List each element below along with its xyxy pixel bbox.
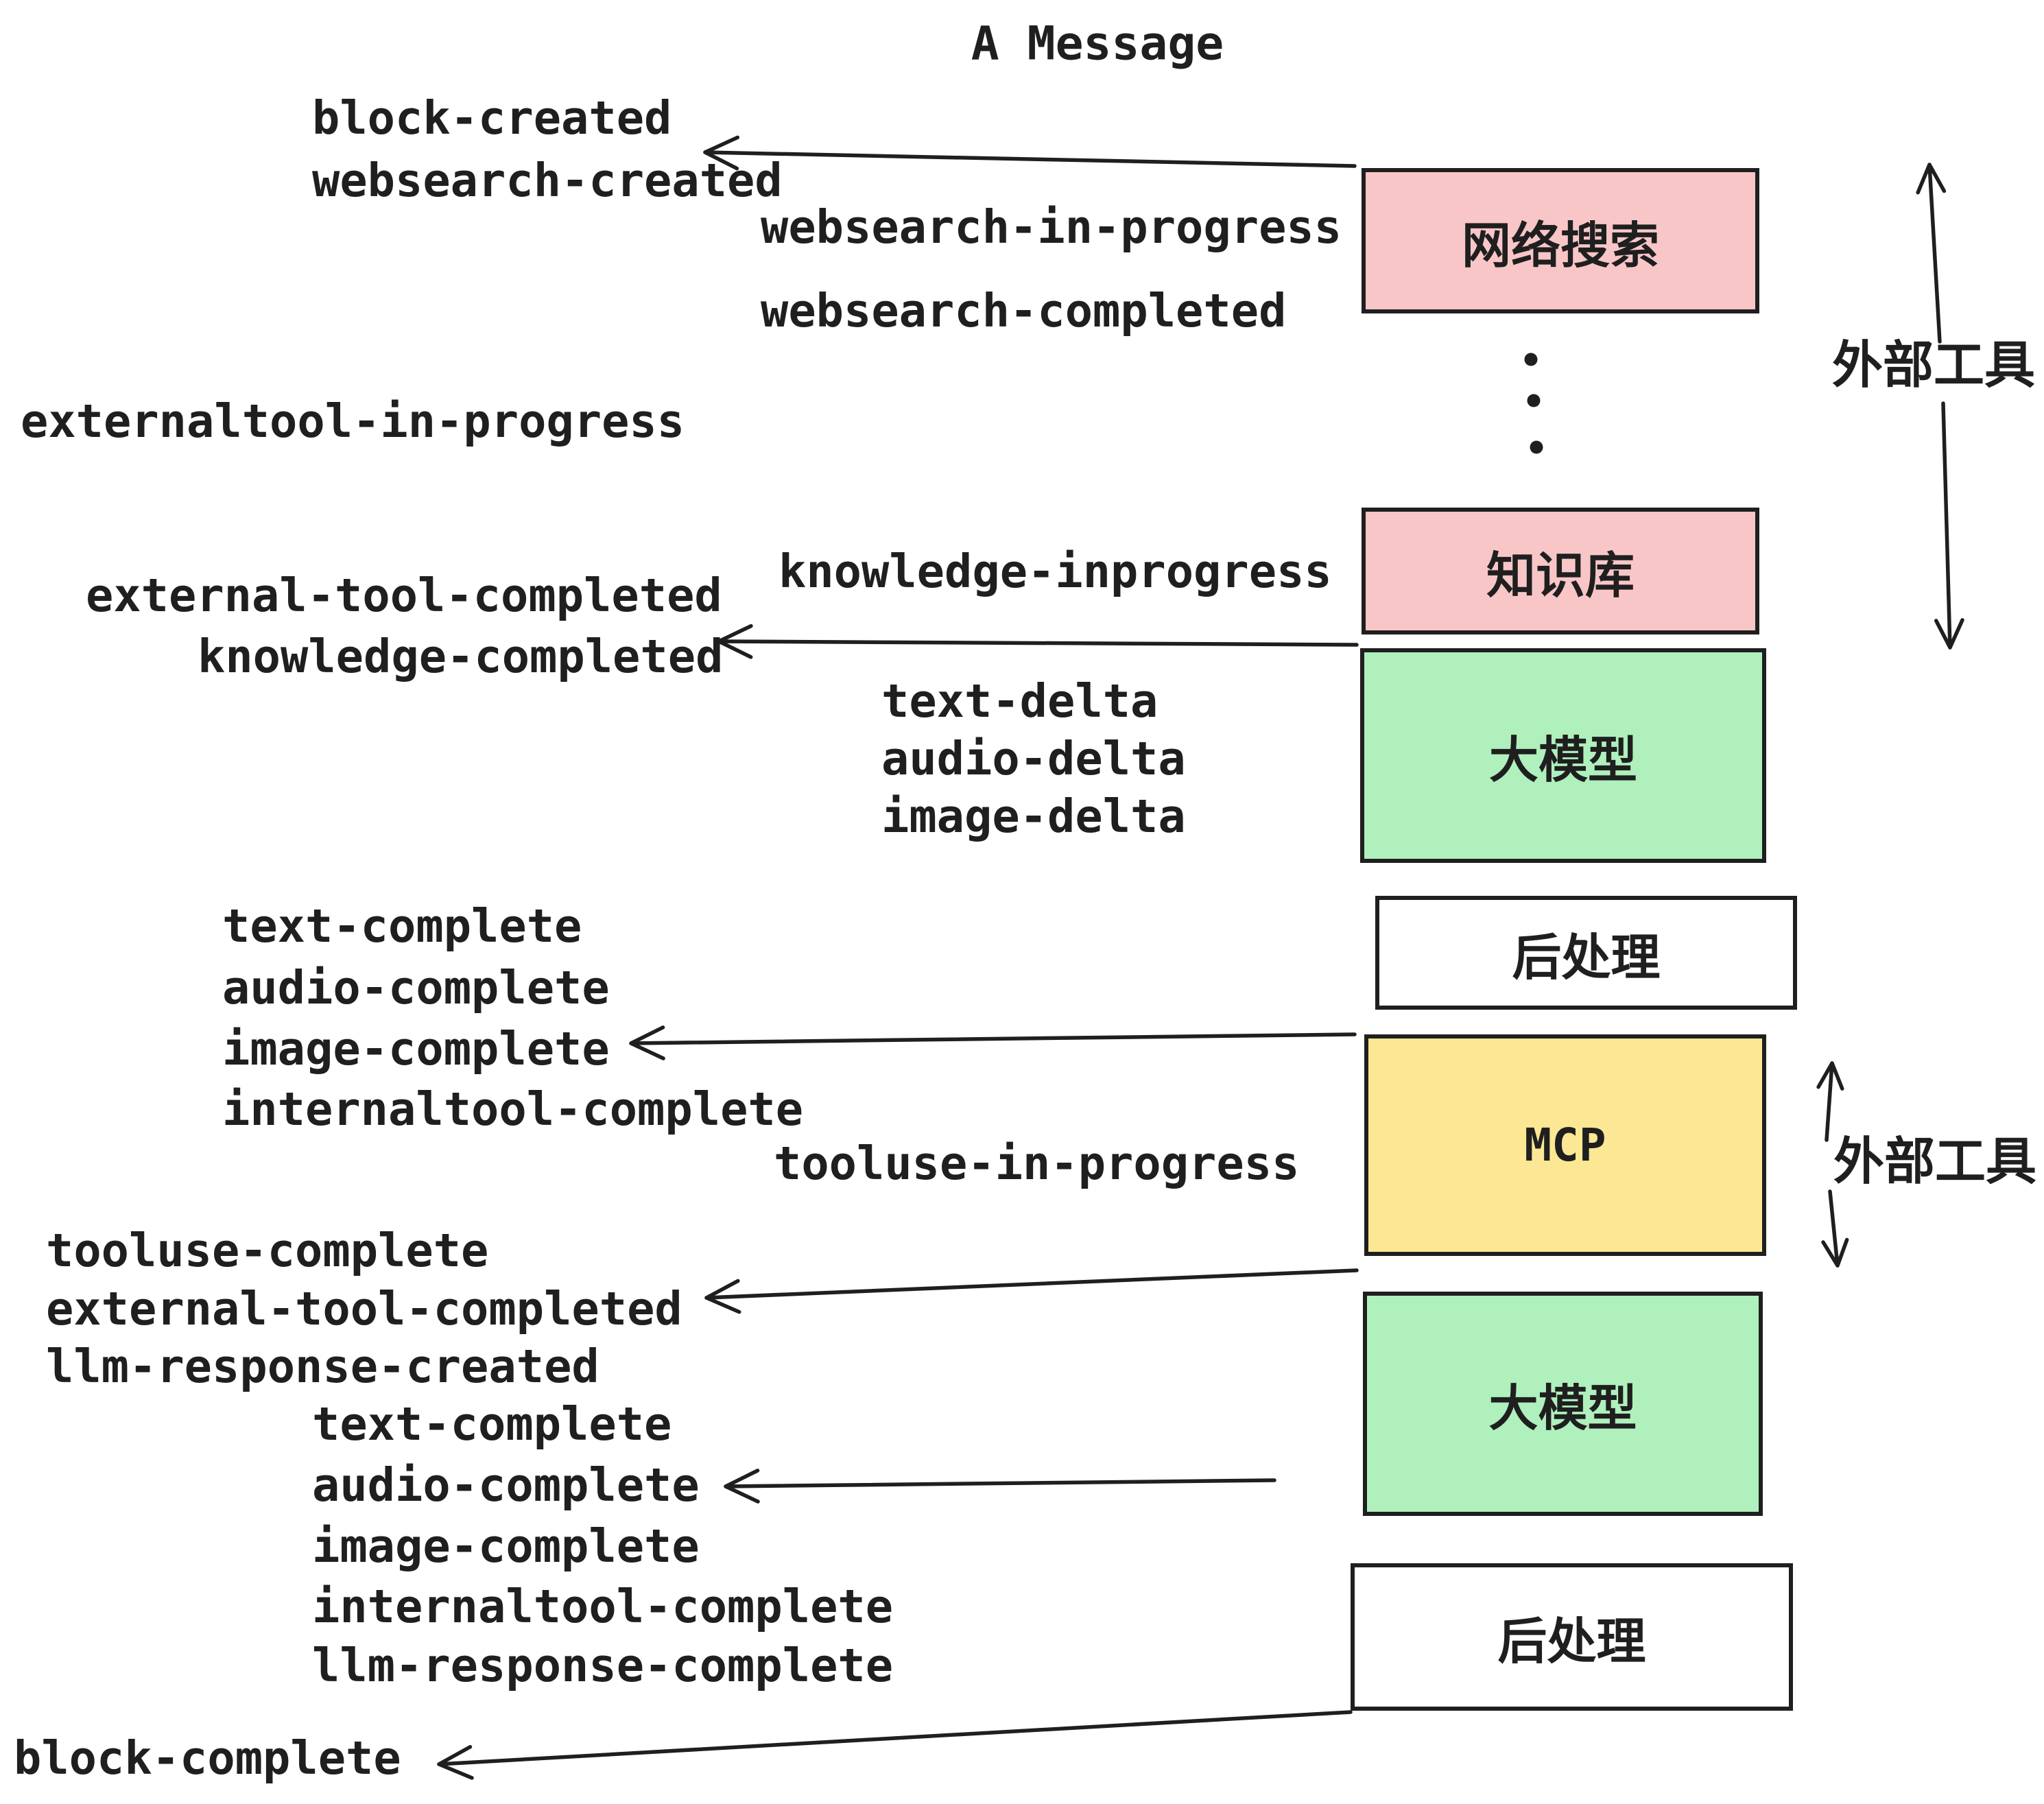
event-label-tooluse-in-progress: tooluse-in-progress xyxy=(774,1137,1300,1190)
node-label: MCP xyxy=(1524,1119,1606,1172)
node-label: 大模型 xyxy=(1488,1381,1637,1436)
arrowhead xyxy=(1821,1237,1849,1268)
diagram-title: A Message xyxy=(971,16,1224,71)
node-label: 网络搜索 xyxy=(1461,218,1659,274)
ellipsis-dot xyxy=(1527,394,1541,407)
event-label-block-complete: block-complete xyxy=(14,1731,401,1785)
arrow-to-block-created xyxy=(703,135,1357,171)
arrowhead xyxy=(1916,163,1947,195)
arrowhead xyxy=(1934,618,1964,650)
arrowhead xyxy=(724,1469,760,1504)
event-label-image-delta-1: image-delta xyxy=(881,790,1186,843)
node-llm-box-1: 大模型 xyxy=(1360,648,1766,863)
event-label-websearch-created: websearch-created xyxy=(312,154,783,207)
node-mcp-box: MCP xyxy=(1364,1034,1766,1256)
event-label-image-complete-2: image-complete xyxy=(312,1519,700,1573)
side-label-external-tools-1: 外部工具 xyxy=(1832,336,2035,394)
event-label-knowledge-completed: knowledge-completed xyxy=(198,630,724,683)
event-label-image-complete-1: image-complete xyxy=(222,1022,610,1076)
arrow-to-external-tool-completed xyxy=(704,1268,1359,1314)
arrowhead xyxy=(437,1744,474,1780)
event-label-audio-delta-1: audio-delta xyxy=(881,732,1186,785)
node-llm-box-2: 大模型 xyxy=(1363,1292,1763,1516)
arrow-to-image-complete xyxy=(629,1025,1357,1060)
node-label: 大模型 xyxy=(1488,733,1637,788)
event-label-text-complete-2: text-complete xyxy=(312,1397,672,1451)
event-label-text-complete-1: text-complete xyxy=(222,899,582,953)
arrowhead xyxy=(717,624,753,659)
node-label: 后处理 xyxy=(1512,930,1661,986)
arrowhead xyxy=(629,1025,665,1060)
event-label-websearch-in-progress: websearch-in-progress xyxy=(761,200,1342,254)
event-label-knowledge-inprogress: knowledge-inprogress xyxy=(779,545,1332,598)
event-label-external-tool-completed-1: external-tool-completed xyxy=(86,569,722,622)
external-tools-up-arrow-1 xyxy=(1916,163,1947,344)
arrow-to-knowledge-completed xyxy=(717,624,1359,659)
arrow-to-block-complete xyxy=(437,1710,1353,1780)
arrowhead xyxy=(703,135,740,171)
arrowhead xyxy=(1816,1061,1844,1091)
event-label-externaltool-in-progress: externaltool-in-progress xyxy=(21,394,685,448)
event-label-websearch-completed: websearch-completed xyxy=(761,284,1287,337)
arrow-to-audio-complete xyxy=(724,1469,1276,1504)
node-websearch-box: 网络搜索 xyxy=(1362,168,1759,313)
event-label-internaltool-complete-2: internaltool-complete xyxy=(312,1580,894,1633)
node-label: 知识库 xyxy=(1486,549,1635,604)
ellipsis-dot xyxy=(1530,440,1543,454)
node-label: 后处理 xyxy=(1497,1615,1646,1670)
event-label-block-created: block-created xyxy=(312,91,672,145)
event-label-audio-complete-2: audio-complete xyxy=(312,1458,700,1512)
node-postprocess-box-2: 后处理 xyxy=(1351,1563,1793,1711)
arrowhead xyxy=(704,1279,741,1314)
external-tools-down-arrow-2 xyxy=(1821,1189,1849,1268)
event-label-text-delta-1: text-delta xyxy=(881,674,1158,728)
external-tools-up-arrow-2 xyxy=(1816,1061,1844,1142)
node-postprocess-box-1: 后处理 xyxy=(1375,896,1797,1010)
event-label-internaltool-complete-1: internaltool-complete xyxy=(222,1082,804,1136)
ellipsis-dot xyxy=(1524,353,1538,366)
external-tools-down-arrow-1 xyxy=(1934,401,1964,650)
event-label-llm-response-created: llm-response-created xyxy=(46,1340,599,1393)
side-label-external-tools-2: 外部工具 xyxy=(1833,1132,2036,1190)
event-label-tooluse-complete: tooluse-complete xyxy=(46,1224,489,1277)
event-label-audio-complete-1: audio-complete xyxy=(222,961,610,1014)
event-label-llm-response-complete: llm-response-complete xyxy=(312,1639,894,1692)
event-label-external-tool-completed-2: external-tool-completed xyxy=(46,1282,682,1336)
node-knowledge-box: 知识库 xyxy=(1362,508,1759,634)
